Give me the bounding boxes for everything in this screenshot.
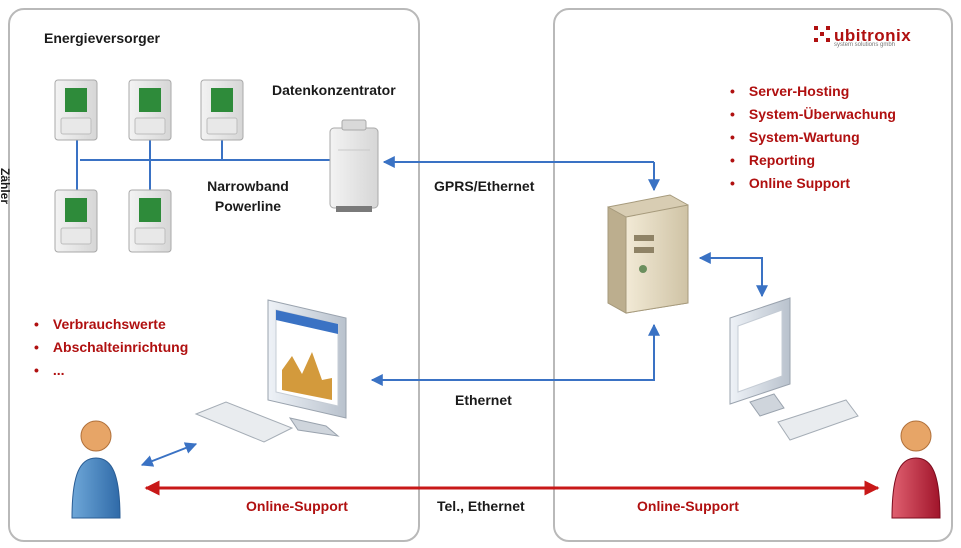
server-icon <box>607 194 689 314</box>
smart-meter-icon <box>54 79 98 141</box>
powerline-label-line2: Powerline <box>214 198 282 214</box>
powerline-label-line1: Narrowband <box>207 178 289 194</box>
smart-meter-icon <box>128 189 172 253</box>
list-item: Verbrauchswerte <box>34 313 188 336</box>
online-support-right-label: Online-Support <box>637 498 739 514</box>
concentrator-label: Datenkonzentrator <box>272 82 396 98</box>
logo-mark-icon <box>814 26 830 42</box>
smart-meter-icon <box>200 79 244 141</box>
services-list: Server-Hosting System-Überwachung System… <box>730 80 896 195</box>
ethernet-link <box>370 323 660 386</box>
server-monitor-link <box>698 252 768 298</box>
monitor-icon <box>729 297 791 417</box>
user-keyboard-link <box>140 442 198 467</box>
utility-title: Energieversorger <box>44 30 160 46</box>
meters-label: Zähler <box>0 168 12 205</box>
customer-user-icon <box>71 420 121 519</box>
list-item: Online Support <box>730 172 896 195</box>
monitor-icon <box>267 299 347 437</box>
list-item: Abschalteinrichtung <box>34 336 188 359</box>
list-item: Reporting <box>730 149 896 172</box>
logo-text: ubitronix <box>834 26 912 45</box>
list-item: ... <box>34 359 188 382</box>
tel-ethernet-label: Tel., Ethernet <box>437 498 525 514</box>
meter-bus-lines <box>76 140 336 190</box>
logo-subtext: system solutions gmbh <box>834 42 896 48</box>
gprs-ethernet-link <box>382 156 660 192</box>
gprs-ethernet-label: GPRS/Ethernet <box>434 178 535 194</box>
keyboard-icon <box>777 399 859 441</box>
utility-data-list: Verbrauchswerte Abschalteinrichtung ... <box>34 313 188 382</box>
list-item: System-Überwachung <box>730 103 896 126</box>
ubitronix-logo: ubitronix system solutions gmbh <box>812 24 911 53</box>
data-concentrator-icon <box>329 119 379 212</box>
list-item: Server-Hosting <box>730 80 896 103</box>
keyboard-icon <box>194 401 294 443</box>
smart-meter-icon <box>54 189 98 253</box>
online-support-left-label: Online-Support <box>246 498 348 514</box>
smart-meter-icon <box>128 79 172 141</box>
ethernet-label: Ethernet <box>455 392 512 408</box>
list-item: System-Wartung <box>730 126 896 149</box>
support-user-icon <box>891 420 941 519</box>
